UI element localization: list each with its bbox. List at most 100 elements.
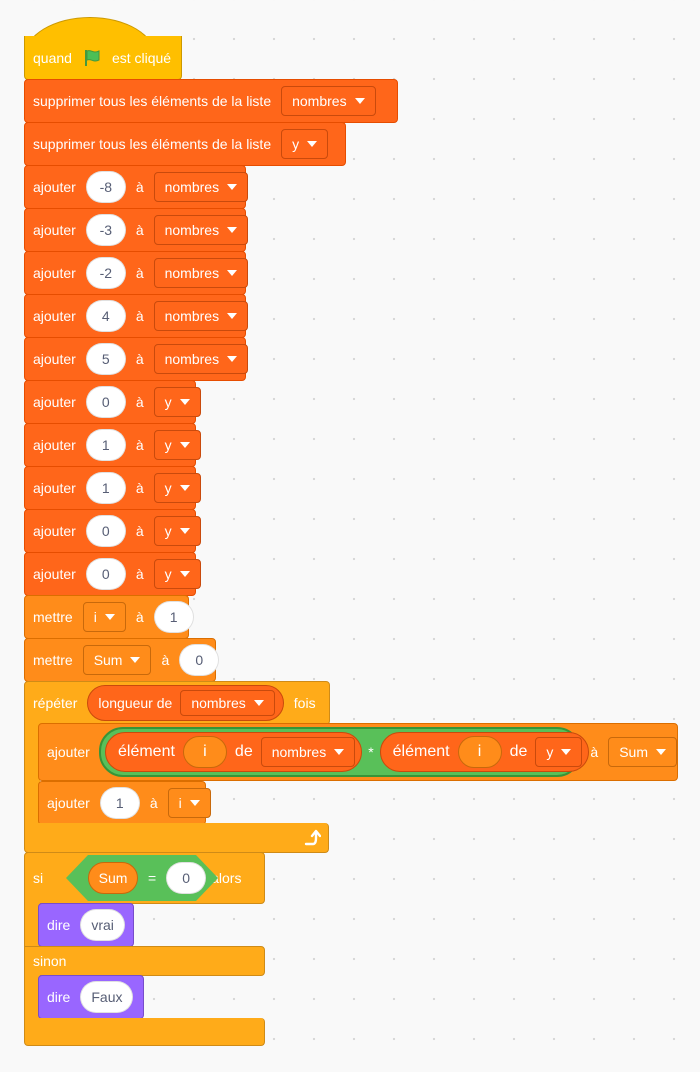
add-value-input[interactable]: -2: [85, 257, 126, 289]
add-value-input[interactable]: 1: [85, 429, 126, 461]
add-to-y-block[interactable]: ajouter 0 à y: [24, 552, 201, 596]
delete-all-nombres-block[interactable]: supprimer tous les éléments de la liste …: [24, 79, 398, 123]
add-to-y-block[interactable]: ajouter 1 à y: [24, 423, 201, 467]
say-text-input[interactable]: Faux: [80, 981, 134, 1013]
change-label: ajouter: [47, 744, 90, 760]
delete-all-y-block[interactable]: supprimer tous les éléments de la liste …: [24, 122, 346, 166]
list-dropdown-nombres[interactable]: nombres: [153, 258, 249, 288]
equals-symbol: =: [148, 870, 157, 886]
repeat-block[interactable]: répéter longueur de nombres fois: [24, 681, 330, 725]
add-label: ajouter: [33, 222, 76, 238]
dropdown-arrow-icon: [227, 270, 238, 276]
say-text-input[interactable]: vrai: [80, 909, 125, 941]
set-label: mettre: [33, 609, 73, 625]
multiply-operator[interactable]: élément i de nombres * élément i de y: [99, 727, 590, 777]
to-label: à: [135, 437, 144, 453]
list-dropdown-y[interactable]: y: [153, 430, 201, 460]
add-to-nombres-block[interactable]: ajouter -2 à nombres: [24, 251, 249, 295]
add-value-input[interactable]: 0: [85, 386, 126, 418]
add-to-y-block[interactable]: ajouter 0 à y: [24, 509, 201, 553]
list-dropdown-nombres[interactable]: nombres: [180, 690, 275, 716]
add-label: ajouter: [33, 523, 76, 539]
set-i-value-input[interactable]: 1: [153, 601, 194, 633]
equals-operator[interactable]: Sum = 0: [66, 855, 218, 901]
add-to-y-block[interactable]: ajouter 0 à y: [24, 380, 201, 424]
to-label: à: [135, 394, 144, 410]
list-dropdown-nombres[interactable]: nombres: [260, 737, 356, 767]
say-true-block[interactable]: dire vrai: [38, 903, 134, 947]
set-sum-value-input[interactable]: 0: [179, 644, 220, 676]
add-to-nombres-block[interactable]: ajouter -3 à nombres: [24, 208, 249, 252]
list-dropdown-nombres[interactable]: nombres: [281, 86, 376, 116]
to-label: à: [590, 744, 599, 760]
variable-dropdown-i[interactable]: i: [167, 788, 211, 818]
dropdown-arrow-icon: [179, 528, 190, 534]
to-label: à: [135, 351, 144, 367]
add-label: ajouter: [33, 566, 76, 582]
dropdown-arrow-icon: [253, 700, 264, 706]
dropdown-arrow-icon: [189, 800, 200, 806]
compare-value-input[interactable]: 0: [166, 862, 206, 894]
list-dropdown-nombres[interactable]: nombres: [153, 172, 249, 202]
list-dropdown-y[interactable]: y: [281, 129, 329, 159]
add-to-nombres-block[interactable]: ajouter 5 à nombres: [24, 337, 249, 381]
dropdown-arrow-icon: [179, 442, 190, 448]
list-dropdown-y[interactable]: y: [153, 387, 201, 417]
list-dropdown-y[interactable]: y: [153, 516, 201, 546]
add-value-input[interactable]: -3: [85, 214, 126, 246]
to-label: à: [149, 795, 158, 811]
say-false-block[interactable]: dire Faux: [38, 975, 144, 1019]
green-flag-icon: [82, 48, 102, 68]
dropdown-arrow-icon: [307, 141, 318, 147]
add-value-input[interactable]: 1: [85, 472, 126, 504]
item-label: élément: [118, 743, 175, 760]
when-label: quand: [33, 49, 72, 66]
list-dropdown-y[interactable]: y: [153, 559, 201, 589]
item-of-list-reporter[interactable]: élément i de nombres: [105, 732, 363, 772]
list-dropdown-y[interactable]: y: [153, 473, 201, 503]
dropdown-arrow-icon: [179, 485, 190, 491]
clicked-label: est cliqué: [111, 49, 172, 66]
list-dropdown-nombres[interactable]: nombres: [153, 215, 249, 245]
variable-dropdown-i[interactable]: i: [82, 602, 126, 632]
delete-all-label: supprimer tous les éléments de la liste: [33, 93, 272, 109]
if-label: si: [33, 870, 44, 886]
add-value-input[interactable]: 0: [85, 515, 126, 547]
variable-reporter-sum[interactable]: Sum: [88, 862, 138, 894]
to-label: à: [135, 609, 144, 625]
variable-reporter-i[interactable]: i: [457, 736, 502, 768]
list-dropdown-y[interactable]: y: [535, 737, 583, 767]
delete-all-label: supprimer tous les éléments de la liste: [33, 136, 272, 152]
add-value-input[interactable]: -8: [85, 171, 126, 203]
add-value-input[interactable]: 0: [85, 558, 126, 590]
when-flag-clicked-block[interactable]: quand est cliqué: [24, 36, 182, 80]
list-dropdown-nombres[interactable]: nombres: [153, 301, 249, 331]
add-value-input[interactable]: 5: [85, 343, 126, 375]
change-i-value-input[interactable]: 1: [99, 787, 140, 819]
else-label: sinon: [33, 953, 67, 969]
add-label: ajouter: [33, 265, 76, 281]
add-label: ajouter: [33, 480, 76, 496]
variable-reporter-i[interactable]: i: [182, 736, 227, 768]
else-arm: [24, 975, 40, 1019]
dropdown-arrow-icon: [227, 313, 238, 319]
variable-dropdown-sum[interactable]: Sum: [608, 737, 677, 767]
multiply-symbol: *: [368, 744, 374, 760]
list-dropdown-nombres[interactable]: nombres: [153, 344, 249, 374]
repeat-bottom: [24, 823, 329, 853]
say-label: dire: [47, 917, 71, 933]
dropdown-arrow-icon: [334, 749, 345, 755]
add-to-y-block[interactable]: ajouter 1 à y: [24, 466, 201, 510]
add-value-input[interactable]: 4: [85, 300, 126, 332]
change-i-block[interactable]: ajouter 1 à i: [38, 781, 211, 825]
item-of-list-reporter[interactable]: élément i de y: [379, 732, 590, 772]
add-to-nombres-block[interactable]: ajouter 4 à nombres: [24, 294, 249, 338]
variable-dropdown-sum[interactable]: Sum: [82, 645, 152, 675]
dropdown-arrow-icon: [179, 571, 190, 577]
dropdown-arrow-icon: [130, 657, 141, 663]
set-i-block[interactable]: mettre i à 1: [24, 595, 194, 639]
add-to-nombres-block[interactable]: ajouter -8 à nombres: [24, 165, 249, 209]
to-label: à: [135, 566, 144, 582]
set-sum-block[interactable]: mettre Sum à 0: [24, 638, 220, 682]
list-length-reporter[interactable]: longueur de nombres: [87, 685, 284, 721]
